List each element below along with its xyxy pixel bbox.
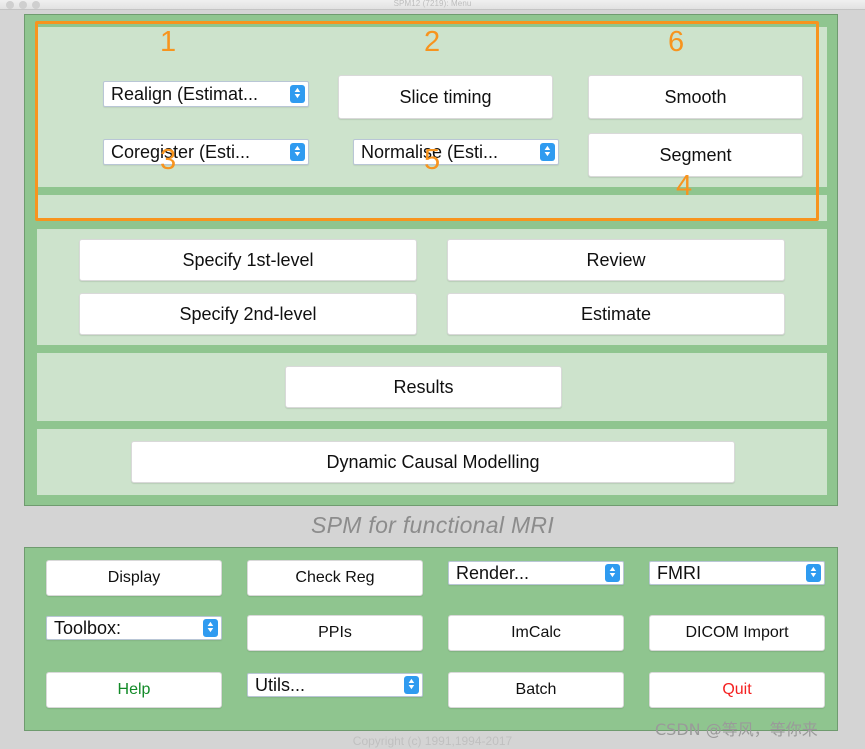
- stepper-down-icon: ▼: [292, 93, 303, 100]
- stats-panel: Specify 1st-level Review Specify 2nd-lev…: [37, 229, 827, 345]
- fmri-popup[interactable]: FMRI ▲ ▼: [649, 561, 825, 585]
- quit-label: Quit: [722, 681, 752, 698]
- estimate-button[interactable]: Estimate: [447, 293, 785, 335]
- stepper-down-icon: ▼: [808, 572, 819, 579]
- close-dot-icon[interactable]: [6, 1, 14, 9]
- review-button[interactable]: Review: [447, 239, 785, 281]
- stepper-up-icon: ▲: [542, 145, 553, 152]
- display-button[interactable]: Display: [46, 560, 222, 596]
- display-label: Display: [107, 569, 161, 586]
- batch-button[interactable]: Batch: [448, 672, 624, 708]
- chevron-updown-icon[interactable]: ▲ ▼: [203, 619, 218, 637]
- slice-timing-label: Slice timing: [399, 86, 492, 107]
- help-label: Help: [117, 681, 151, 698]
- stepper-up-icon: ▲: [292, 87, 303, 94]
- window-titlebar: SPM12 (7219): Menu: [0, 0, 865, 10]
- stepper-down-icon: ▼: [205, 627, 216, 634]
- check-reg-button[interactable]: Check Reg: [247, 560, 423, 596]
- stepper-up-icon: ▲: [406, 678, 417, 685]
- app-subtitle: SPM for functional MRI: [310, 512, 555, 538]
- spm-main-card: Realign (Estimat... ▲ ▼ Slice timing Smo…: [24, 14, 838, 506]
- dynamic-causal-modelling-label: Dynamic Causal Modelling: [326, 451, 540, 472]
- imcalc-label: ImCalc: [511, 624, 561, 641]
- annotation-number-6: 6: [668, 26, 685, 58]
- segment-button[interactable]: Segment: [588, 133, 803, 177]
- ppis-button[interactable]: PPIs: [247, 615, 423, 651]
- render-label: Render...: [456, 562, 530, 583]
- render-popup[interactable]: Render... ▲ ▼: [448, 561, 624, 585]
- annotation-number-5: 5: [424, 144, 441, 176]
- annotation-number-2: 2: [424, 26, 441, 58]
- zoom-dot-icon[interactable]: [32, 1, 40, 9]
- check-reg-label: Check Reg: [295, 569, 375, 586]
- chevron-updown-icon[interactable]: ▲ ▼: [605, 564, 620, 582]
- realign-label: Realign (Estimat...: [111, 83, 259, 104]
- normalise-popup[interactable]: Normalise (Esti... ▲ ▼: [353, 139, 559, 165]
- window-traffic-lights: [6, 1, 40, 9]
- stepper-down-icon: ▼: [292, 151, 303, 158]
- chevron-updown-icon[interactable]: ▲ ▼: [290, 85, 305, 103]
- realign-popup[interactable]: Realign (Estimat... ▲ ▼: [103, 81, 309, 107]
- batch-label: Batch: [515, 681, 557, 698]
- annotation-number-1: 1: [160, 26, 177, 58]
- empty-strip-panel: [37, 195, 827, 221]
- stepper-up-icon: ▲: [292, 145, 303, 152]
- copyright-text: Copyright (c) 1991,1994-2017: [352, 734, 513, 748]
- smooth-button[interactable]: Smooth: [588, 75, 803, 119]
- minimize-dot-icon[interactable]: [19, 1, 27, 9]
- specify-2nd-level-button[interactable]: Specify 2nd-level: [79, 293, 417, 335]
- results-panel: Results: [37, 353, 827, 421]
- specify-1st-level-label: Specify 1st-level: [182, 249, 314, 270]
- slice-timing-button[interactable]: Slice timing: [338, 75, 553, 119]
- toolbox-label: Toolbox:: [54, 617, 122, 638]
- coregister-popup[interactable]: Coregister (Esti... ▲ ▼: [103, 139, 309, 165]
- annotation-number-3: 3: [160, 144, 177, 176]
- dicom-import-button[interactable]: DICOM Import: [649, 615, 825, 651]
- utils-label: Utils...: [255, 674, 306, 695]
- results-button[interactable]: Results: [285, 366, 562, 408]
- chevron-updown-icon[interactable]: ▲ ▼: [540, 143, 555, 161]
- chevron-updown-icon[interactable]: ▲ ▼: [290, 143, 305, 161]
- utilities-card: Display Check Reg Render... ▲ ▼ FMRI ▲ ▼…: [24, 547, 838, 731]
- csdn-watermark: CSDN @等风，等你来: [655, 720, 818, 739]
- utils-popup[interactable]: Utils... ▲ ▼: [247, 673, 423, 697]
- chevron-updown-icon[interactable]: ▲ ▼: [404, 676, 419, 694]
- toolbox-popup[interactable]: Toolbox: ▲ ▼: [46, 616, 222, 640]
- specify-1st-level-button[interactable]: Specify 1st-level: [79, 239, 417, 281]
- ppis-label: PPIs: [318, 624, 352, 641]
- dicom-import-label: DICOM Import: [685, 624, 789, 641]
- help-button[interactable]: Help: [46, 672, 222, 708]
- smooth-label: Smooth: [664, 86, 727, 107]
- segment-label: Segment: [659, 144, 732, 165]
- annotation-number-4: 4: [676, 170, 693, 202]
- quit-button[interactable]: Quit: [649, 672, 825, 708]
- estimate-label: Estimate: [580, 303, 652, 324]
- coregister-label: Coregister (Esti...: [111, 141, 251, 162]
- fmri-label: FMRI: [657, 562, 701, 583]
- stepper-up-icon: ▲: [808, 566, 819, 573]
- window-title: SPM12 (7219): Menu: [393, 0, 472, 8]
- dcm-panel: Dynamic Causal Modelling: [37, 429, 827, 495]
- stepper-down-icon: ▼: [406, 684, 417, 691]
- normalise-label: Normalise (Esti...: [361, 141, 499, 162]
- stepper-down-icon: ▼: [542, 151, 553, 158]
- dynamic-causal-modelling-button[interactable]: Dynamic Causal Modelling: [131, 441, 735, 483]
- preprocessing-panel: Realign (Estimat... ▲ ▼ Slice timing Smo…: [37, 27, 827, 187]
- stepper-up-icon: ▲: [607, 566, 618, 573]
- review-label: Review: [586, 249, 646, 270]
- stepper-down-icon: ▼: [607, 572, 618, 579]
- chevron-updown-icon[interactable]: ▲ ▼: [806, 564, 821, 582]
- specify-2nd-level-label: Specify 2nd-level: [179, 303, 317, 324]
- imcalc-button[interactable]: ImCalc: [448, 615, 624, 651]
- stepper-up-icon: ▲: [205, 621, 216, 628]
- results-label: Results: [393, 376, 454, 397]
